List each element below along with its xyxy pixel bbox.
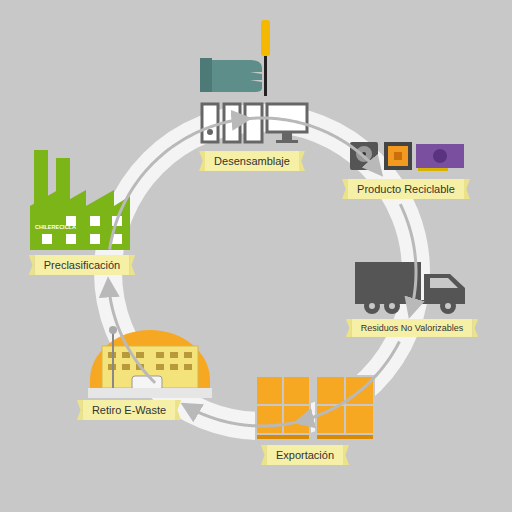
glove-icon bbox=[200, 20, 270, 96]
stage-banner: Desensamblaje bbox=[205, 151, 299, 171]
stage-label: Preclasificación bbox=[44, 258, 120, 272]
pallets-icon bbox=[256, 376, 374, 440]
stage-banner: Producto Reciclable bbox=[348, 179, 464, 199]
flow-arrow bbox=[297, 341, 399, 421]
truck-icon bbox=[355, 262, 465, 314]
stage-banner: Retiro E-Waste bbox=[83, 400, 175, 420]
brand-label: CHILERECICLA bbox=[35, 224, 76, 231]
flow-arrow bbox=[110, 119, 249, 250]
stage-label: Desensamblaje bbox=[214, 154, 290, 168]
flow-arrow bbox=[400, 204, 416, 315]
stage-label: Retiro E-Waste bbox=[92, 403, 166, 417]
stage-banner: Exportación bbox=[267, 445, 343, 465]
factory-icon bbox=[30, 150, 130, 250]
stage-banner: Residuos No Valorizables bbox=[352, 319, 472, 337]
flow-arrow bbox=[108, 281, 155, 383]
flow-arrow bbox=[184, 405, 297, 426]
stage-label: Producto Reciclable bbox=[357, 182, 455, 196]
stage-banner: Preclasificación bbox=[35, 255, 129, 275]
stage-label: Residuos No Valorizables bbox=[361, 322, 463, 334]
building-icon bbox=[88, 326, 212, 398]
components-icon bbox=[350, 142, 464, 171]
stage-label: Exportación bbox=[276, 448, 334, 462]
